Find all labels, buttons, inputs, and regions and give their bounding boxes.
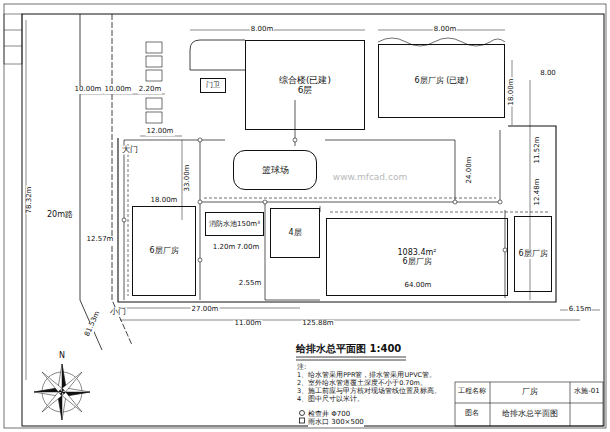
drawing-label: 8.00m bbox=[433, 26, 457, 34]
drawing-label: 8.00 bbox=[539, 70, 557, 78]
drawing-label: 12.57m bbox=[86, 236, 115, 244]
building-label: 6层厂房 bbox=[517, 249, 548, 258]
building-box: 6层厂房 bbox=[132, 206, 196, 296]
drawing-label: 4、图中尺寸以米计。 bbox=[296, 396, 365, 403]
building-box: 6层厂房 bbox=[514, 216, 552, 292]
water-pipe bbox=[124, 100, 505, 300]
compass-rose bbox=[34, 364, 90, 420]
drawing-label: 大门 bbox=[121, 146, 139, 155]
drawing-label: 7.00m bbox=[236, 244, 260, 252]
drawing-label: www.mfcad.com bbox=[332, 173, 408, 183]
drawing-label: 水施-01 bbox=[573, 388, 600, 396]
drawing-label: 20m路 bbox=[46, 211, 74, 220]
drawing-frame bbox=[22, 14, 604, 426]
building-label: 6层厂房 (已建) bbox=[414, 76, 470, 85]
drawing-label: 2.20m bbox=[138, 86, 162, 94]
building-box: 篮球场 bbox=[233, 150, 317, 190]
road-edge bbox=[112, 14, 132, 345]
drain-pipe bbox=[128, 144, 550, 296]
sheet-border bbox=[4, 4, 606, 428]
building-label: 6层 bbox=[297, 85, 314, 95]
drawing-label: 2、室外给水管道覆土深度不小于0.70m。 bbox=[296, 380, 428, 387]
drawing-label: 12.48m bbox=[534, 178, 542, 207]
building-label: 4层 bbox=[287, 228, 302, 237]
drawing-label: 11.00m bbox=[234, 320, 263, 328]
drawing-label: 27.00m bbox=[191, 306, 220, 314]
title-block bbox=[455, 382, 603, 426]
manhole-symbol bbox=[300, 411, 305, 416]
building-box: 门卫 bbox=[200, 78, 226, 93]
binding-table bbox=[4, 14, 22, 64]
drawing-label: 125.88m bbox=[301, 320, 334, 328]
drawing-label: 1.20m bbox=[212, 244, 236, 252]
drawing-label: 2.55m bbox=[238, 280, 262, 288]
drawing-label: 78.32m bbox=[26, 186, 34, 215]
parking bbox=[146, 42, 162, 123]
drawing-label: 10.00m bbox=[104, 86, 133, 94]
drawing-label: 18.00m bbox=[150, 197, 179, 205]
drawing-label: 工程名称 bbox=[457, 388, 487, 396]
building-box: 4层 bbox=[270, 208, 320, 258]
drawing-label: 3、施工前应与甲方核对现场管线位置及标高。 bbox=[296, 388, 442, 395]
drawing-label: 给排水总平面图 bbox=[501, 410, 559, 419]
drawing-label: 图名 bbox=[464, 410, 480, 418]
drawing-label: 12.00m bbox=[146, 128, 175, 136]
drawing-label: 11.52m bbox=[534, 136, 542, 165]
building-box: 消防水池150m³ bbox=[205, 212, 264, 236]
drawing-label: 小门 bbox=[109, 308, 127, 317]
building-wing bbox=[190, 40, 245, 70]
building-box: 6层厂房 (已建) bbox=[378, 44, 505, 118]
drawing-label: 24.00m bbox=[466, 156, 474, 185]
building-label: 消防水池150m³ bbox=[208, 220, 261, 228]
building-label: 综合楼(已建) bbox=[278, 75, 332, 85]
building-box: 综合楼(已建)6层 bbox=[245, 40, 365, 130]
building-label: 1083.4m² bbox=[397, 248, 438, 257]
manhole bbox=[122, 138, 507, 262]
drawing-label: 33.00m bbox=[184, 164, 192, 193]
drawing-label: 注: bbox=[296, 364, 307, 372]
drawing-label: 6.15m bbox=[568, 306, 592, 314]
site-boundary bbox=[118, 126, 556, 302]
drawing-label: 64.00m bbox=[404, 282, 433, 290]
legend-entry: 雨水口 300×500 bbox=[308, 417, 364, 427]
dimension-line bbox=[26, 20, 600, 380]
drawing-label: N bbox=[58, 352, 66, 361]
drawing-label: 厂房 bbox=[521, 388, 539, 397]
gully-symbol bbox=[300, 418, 305, 423]
drawing-label: 10.00m bbox=[74, 86, 103, 94]
title-underline bbox=[296, 357, 406, 360]
building-label: 篮球场 bbox=[261, 165, 290, 175]
drawing-label: 1、给水管采用PPR管，排水管采用UPVC管。 bbox=[296, 372, 437, 379]
building-label: 门卫 bbox=[205, 81, 221, 89]
building-label: 6层厂房 bbox=[148, 246, 179, 255]
drawing-title: 给排水总平面图 1:400 bbox=[296, 342, 401, 356]
road-edge bbox=[80, 14, 102, 350]
building-label: 6层厂房 bbox=[401, 257, 432, 266]
drawing-label: 18.00m bbox=[508, 78, 516, 107]
drawing-label: 8.00m bbox=[250, 26, 274, 34]
